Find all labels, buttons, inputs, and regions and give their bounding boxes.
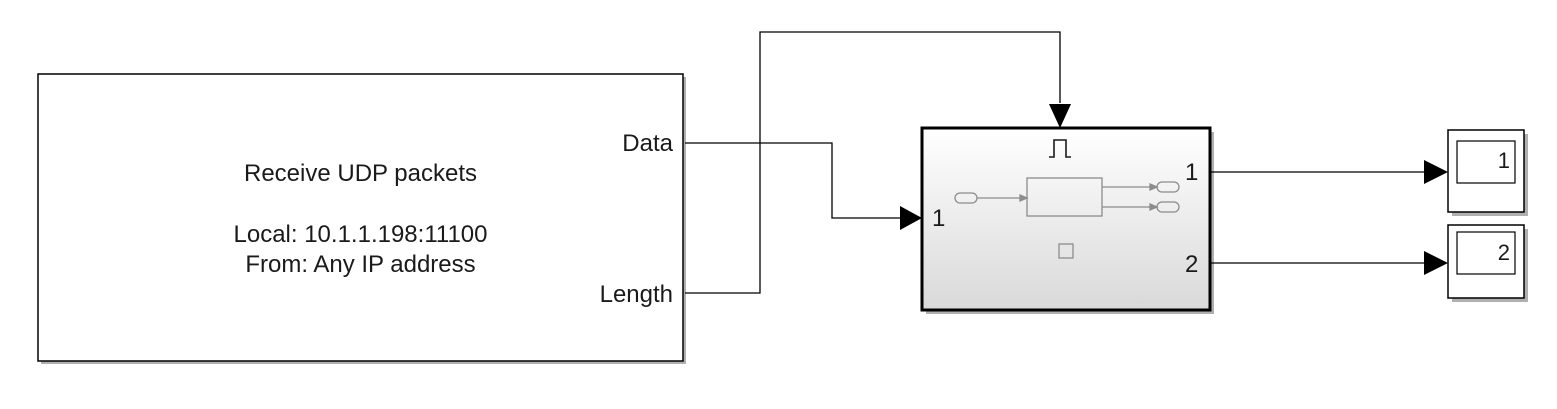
- port-label-data: Data: [622, 130, 673, 157]
- udp-block-title: Receive UDP packets: [244, 160, 477, 187]
- display-block-2[interactable]: [1447, 224, 1528, 302]
- pulse-icon: [1049, 139, 1071, 158]
- display-value-2: 2: [1497, 240, 1510, 265]
- output1-arrow: [1424, 160, 1448, 184]
- subsystem-icon: [954, 139, 1180, 259]
- length-signal-line[interactable]: [685, 31, 1061, 294]
- display-block-1[interactable]: [1447, 129, 1528, 216]
- trigger-square-icon: [1058, 243, 1074, 259]
- data-arrow: [900, 206, 922, 230]
- subsystem-input-port-1: 1: [932, 205, 946, 232]
- udp-block-local: Local: 10.1.1.198:11100: [233, 221, 488, 248]
- udp-receive-block[interactable]: [37, 73, 686, 364]
- subsystem-output-port-2: 2: [1185, 251, 1199, 278]
- display-value-1: 1: [1497, 148, 1510, 173]
- length-arrow: [1049, 104, 1071, 128]
- subsystem-block[interactable]: [920, 126, 1214, 314]
- port-label-length: Length: [599, 281, 673, 308]
- udp-block-from: From: Any IP address: [245, 251, 476, 278]
- subsystem-output-port-1: 1: [1185, 159, 1199, 186]
- data-signal-line[interactable]: [685, 142, 901, 219]
- output2-arrow: [1424, 251, 1448, 275]
